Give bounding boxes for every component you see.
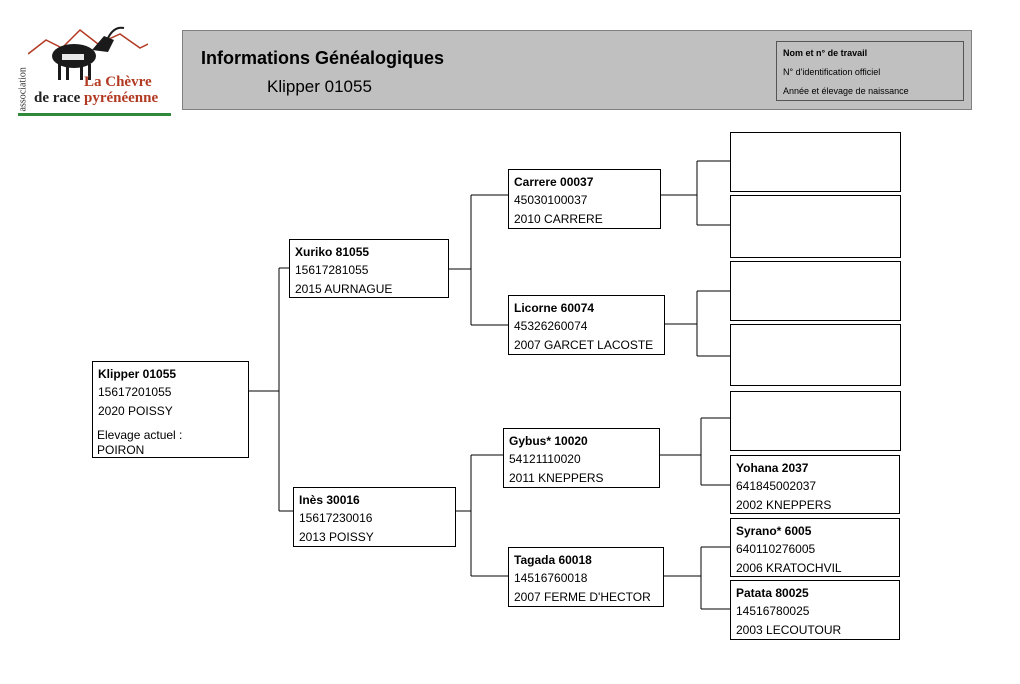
great-grandparent-card[interactable]: Yohana 2037 641845002037 2002 KNEPPERS: [730, 455, 900, 514]
animal-birth: 2010 CARRERE: [514, 212, 603, 226]
animal-id: 640110276005: [736, 542, 816, 556]
logo-underline: [18, 113, 171, 116]
animal-name: Klipper 01055: [98, 367, 177, 381]
great-grandparent-card[interactable]: [730, 195, 901, 258]
great-grandparent-card[interactable]: Syrano* 6005 640110276005 2006 KRATOCHVI…: [730, 518, 900, 577]
animal-name: Xuriko 81055: [295, 245, 370, 259]
great-grandparent-card[interactable]: [730, 324, 901, 386]
animal-birth: 2013 POISSY: [299, 530, 374, 544]
animal-name: Inès 30016: [299, 493, 360, 507]
animal-birth: 2007 FERME D'HECTOR: [514, 590, 651, 604]
animal-name: Patata 80025: [736, 586, 809, 600]
animal-birth: 2011 KNEPPERS: [509, 471, 604, 485]
animal-name: Gybus* 10020: [509, 434, 588, 448]
animal-birth: 2006 KRATOCHVIL: [736, 561, 842, 575]
legend-line-birth: Année et élevage de naissance: [783, 86, 909, 96]
great-grandparent-card[interactable]: [730, 391, 901, 451]
animal-birth: 2007 GARCET LACOSTE: [514, 338, 654, 352]
animal-id: 54121110020: [509, 452, 581, 466]
page-title: Informations Généalogiques: [201, 48, 445, 68]
animal-birth: 2015 AURNAGUE: [295, 282, 393, 296]
animal-name: Tagada 60018: [514, 553, 592, 567]
animal-name: Yohana 2037: [736, 461, 809, 475]
elevage-label: Elevage actuel :: [97, 428, 183, 442]
great-grandparent-card[interactable]: [730, 132, 901, 192]
animal-birth: 2020 POISSY: [98, 404, 173, 418]
sire-card[interactable]: Xuriko 81055 15617281055 2015 AURNAGUE: [289, 239, 449, 298]
animal-id: 15617230016: [299, 511, 373, 525]
header-panel: Informations Généalogiques Klipper 01055…: [182, 30, 972, 110]
animal-name: Licorne 60074: [514, 301, 595, 315]
animal-birth: 2003 LECOUTOUR: [736, 623, 842, 637]
elevage-value: POIRON: [97, 443, 145, 457]
grandparent-card[interactable]: Gybus* 10020 54121110020 2011 KNEPPERS: [503, 428, 660, 488]
animal-id: 15617201055: [98, 385, 172, 399]
grandparent-card[interactable]: Carrere 00037 45030100037 2010 CARRERE: [508, 169, 661, 229]
animal-name: Syrano* 6005: [736, 524, 812, 538]
logo-title-line2: de race pyrénéenne: [34, 90, 159, 106]
association-logo: association La Chèvre de race pyrénéenne: [14, 24, 174, 118]
grandparent-card[interactable]: Tagada 60018 14516760018 2007 FERME D'HE…: [508, 547, 664, 607]
animal-id: 641845002037: [736, 479, 817, 493]
dam-card[interactable]: Inès 30016 15617230016 2013 POISSY: [293, 487, 456, 547]
grandparent-card[interactable]: Licorne 60074 45326260074 2007 GARCET LA…: [508, 295, 665, 355]
subject-animal-card[interactable]: Klipper 01055 15617201055 2020 POISSY El…: [92, 361, 249, 458]
animal-id: 14516780025: [736, 604, 810, 618]
page-subtitle: Klipper 01055: [267, 77, 372, 96]
animal-birth: 2002 KNEPPERS: [736, 498, 832, 512]
animal-id: 15617281055: [295, 263, 369, 277]
animal-id: 14516760018: [514, 571, 588, 585]
goat-mountain-icon: [28, 26, 148, 80]
great-grandparent-card[interactable]: [730, 261, 901, 321]
animal-name: Carrere 00037: [514, 175, 594, 189]
great-grandparent-card[interactable]: Patata 80025 14516780025 2003 LECOUTOUR: [730, 580, 900, 640]
animal-id: 45030100037: [514, 193, 588, 207]
legend-line-id: N° d'identification officiel: [783, 67, 881, 77]
logo-title-line1: La Chèvre: [84, 74, 152, 90]
animal-id: 45326260074: [514, 319, 588, 333]
legend-line-name: Nom et n° de travail: [783, 48, 868, 58]
legend-box: Nom et n° de travail N° d'identification…: [776, 41, 964, 101]
